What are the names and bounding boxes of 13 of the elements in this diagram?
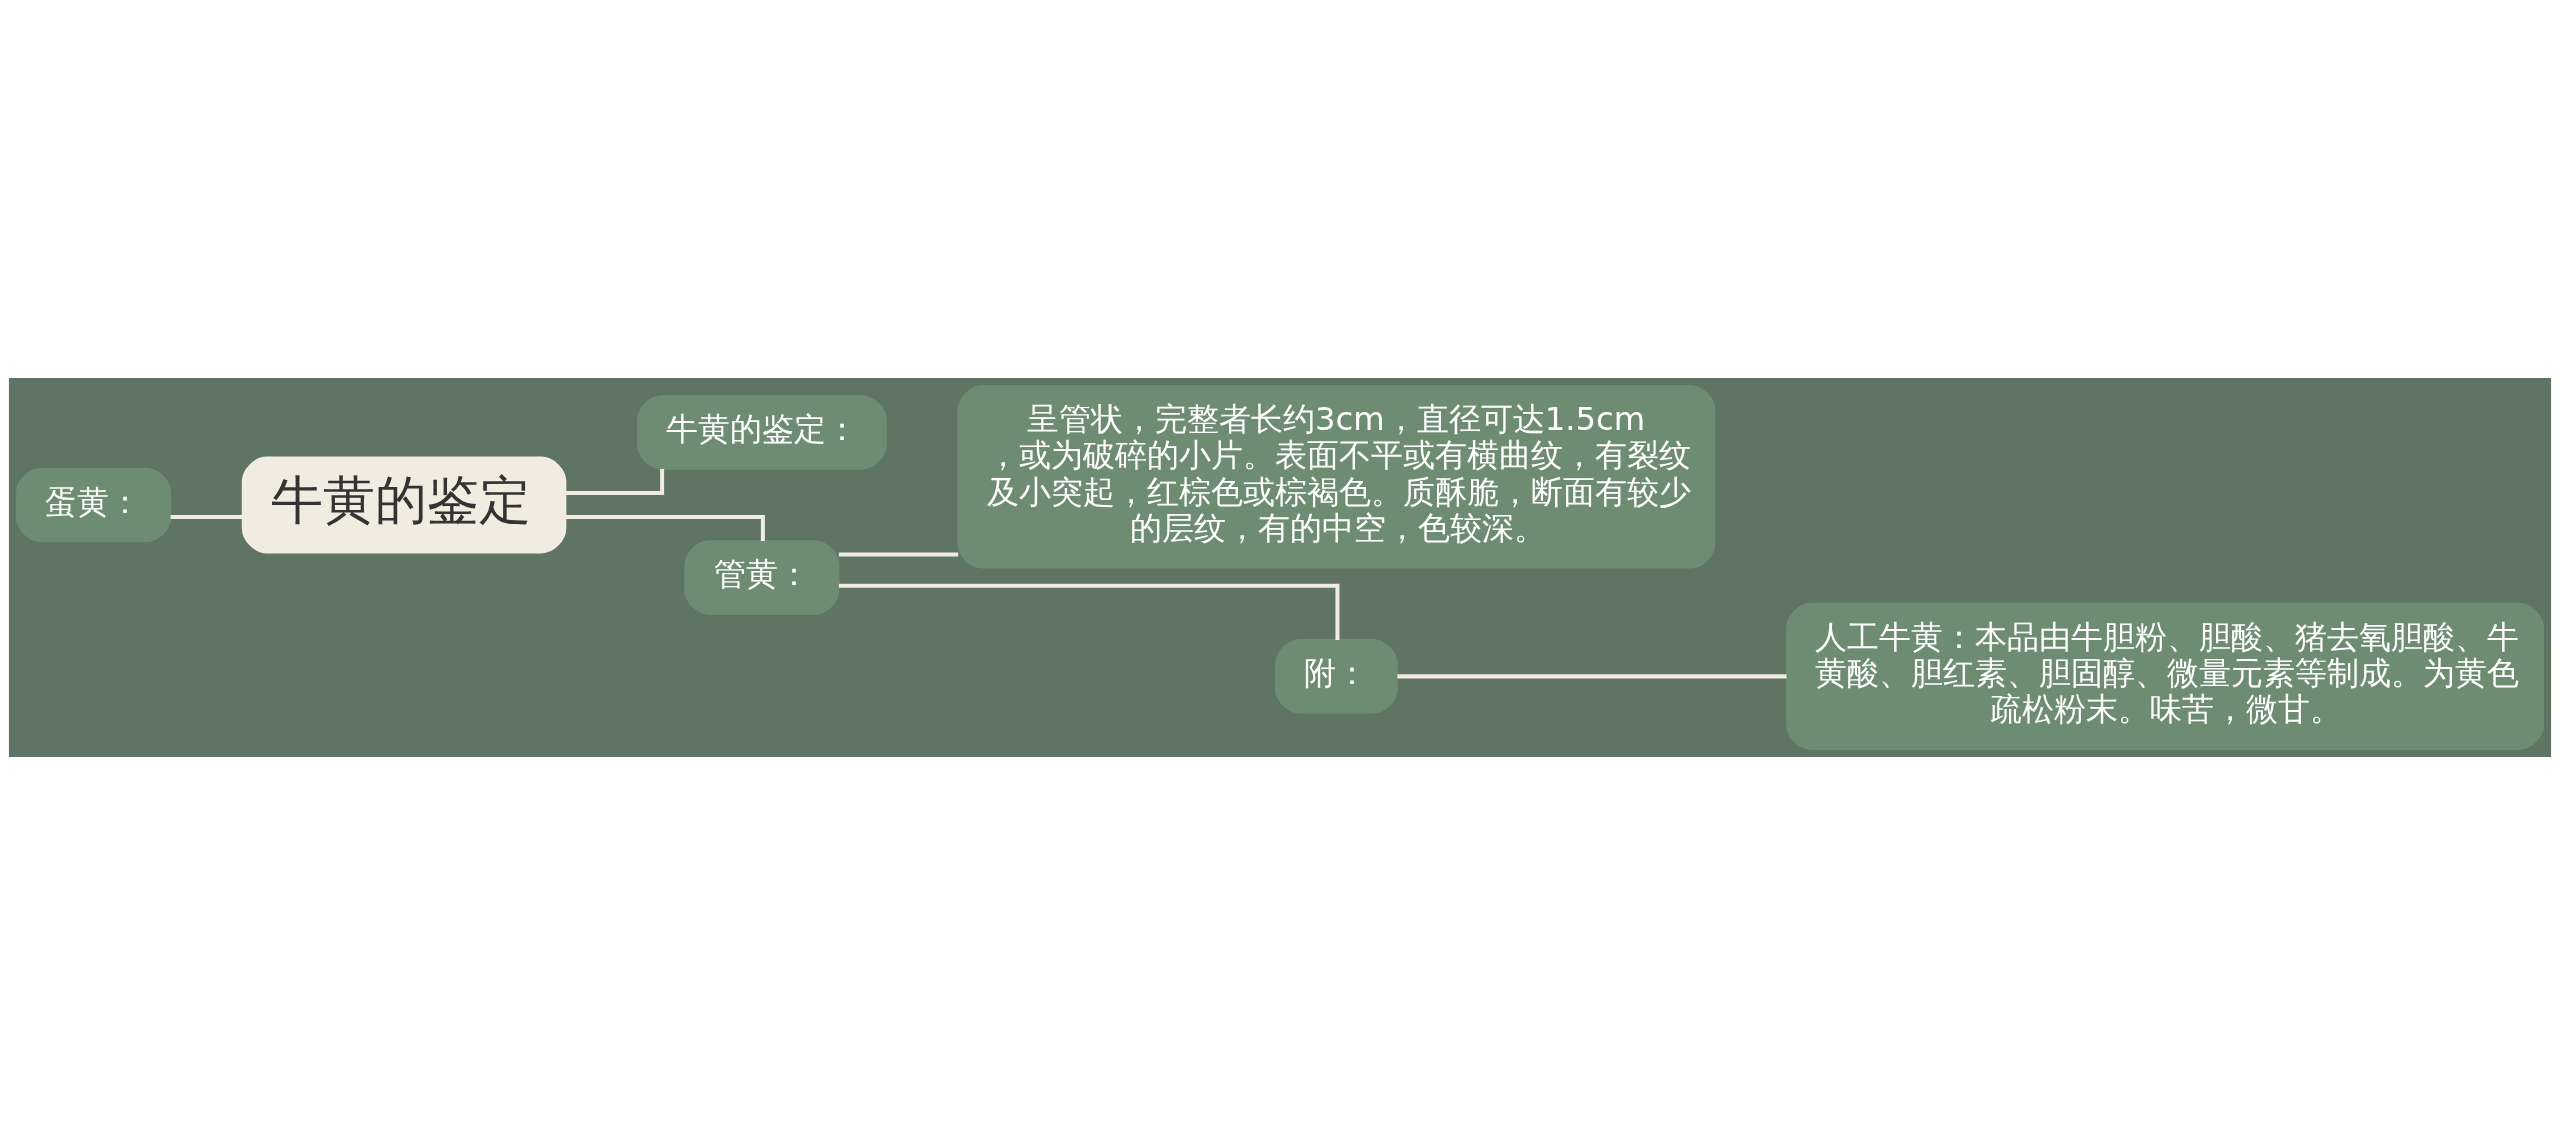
connector [838, 583, 1340, 640]
connector [1397, 674, 1787, 679]
node-box: 人工牛黄：本品由牛胆粉、胆酸、猪去氧胆酸、牛黄酸、胆红素、胆固醇、微量元素等制成。为黄色疏松粉末。味苦，微甘。 [1786, 602, 2544, 750]
node-box: 管黄： [684, 540, 840, 615]
connector [170, 515, 243, 520]
connector [565, 515, 765, 541]
connector [838, 552, 959, 557]
node-box: 附： [1274, 639, 1398, 714]
node-box: 牛黄的鉴定 [241, 456, 567, 554]
node-box: 牛黄的鉴定： [636, 395, 887, 470]
connector [566, 469, 665, 495]
node-box: 蛋黄： [16, 467, 172, 543]
node-box: 呈管状，完整者长约3cm，直径可达1.5cm，或为破碎的小片。表面不平或有横曲纹，有裂纹及小突起，红棕色或棕褐色。质酥脆，断面有较少的层纹，有的中空，色较深。 [957, 385, 1716, 569]
